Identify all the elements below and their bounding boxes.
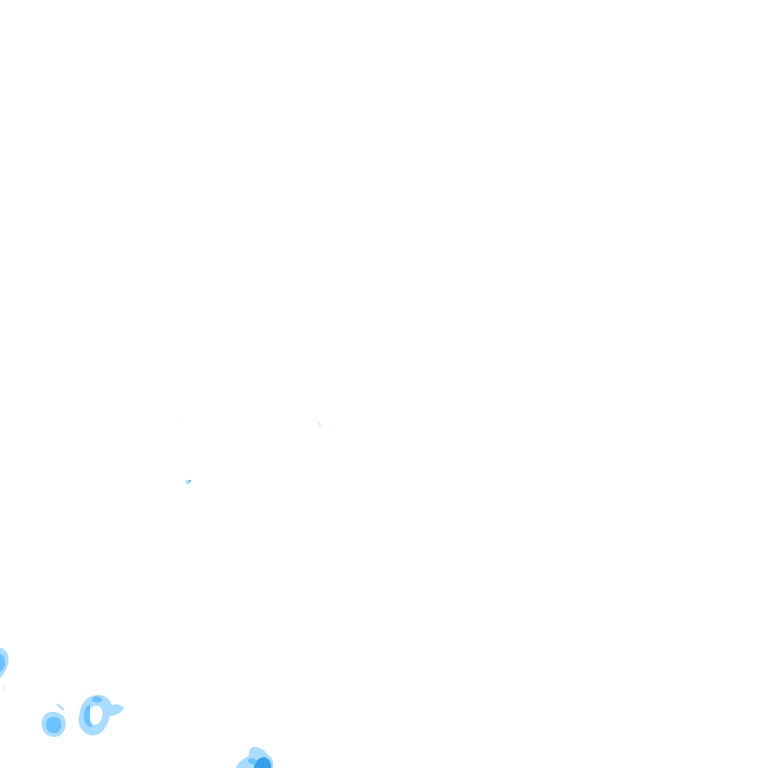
- precip-blob-core: [92, 696, 102, 703]
- precip-speck: [2, 686, 6, 690]
- precip-cell-left-edge: [0, 648, 9, 690]
- precip-streak: [317, 420, 322, 429]
- precip-blob-core: [248, 758, 257, 765]
- precip-streak: [56, 703, 65, 711]
- precip-speck-cluster: [181, 420, 322, 485]
- precip-cell-bottom: [236, 746, 274, 768]
- precip-speck: [188, 479, 192, 483]
- precip-blob-core: [84, 704, 93, 728]
- precip-cell-ring: [78, 695, 124, 736]
- precip-speck: [181, 422, 183, 424]
- precip-blob-core: [46, 717, 62, 734]
- precip-blob-core: [0, 654, 6, 672]
- precip-blob-core: [254, 757, 272, 768]
- precip-cell-small: [41, 703, 66, 737]
